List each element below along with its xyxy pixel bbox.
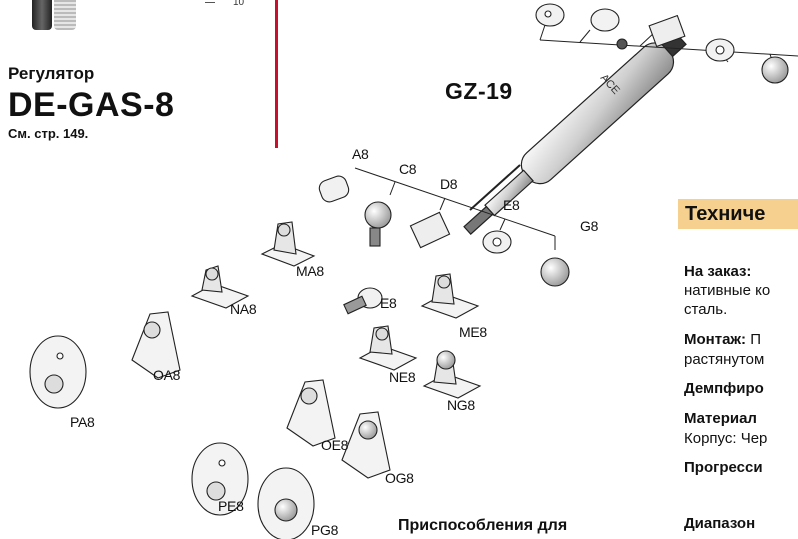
spec-line-6: Материал bbox=[684, 410, 798, 427]
flange-pg8 bbox=[257, 467, 315, 539]
spec-line-7: Корпус: Чер bbox=[684, 430, 798, 447]
spec-line-8-label: Прогресси bbox=[684, 459, 763, 476]
accessories-caption: Приспособления для bbox=[398, 517, 568, 534]
regulator-model: DE-GAS-8 bbox=[8, 86, 175, 124]
spec-line-7-text: Корпус: Чер bbox=[684, 430, 768, 447]
spec-line-2: сталь. bbox=[684, 301, 798, 318]
part-label-a8: A8 bbox=[352, 146, 369, 162]
spec-line-3: Монтаж: П bbox=[684, 331, 798, 348]
part-label-d8: D8 bbox=[440, 176, 458, 192]
product-model-title: GZ-19 bbox=[445, 78, 513, 104]
bracket-ng8 bbox=[422, 350, 482, 399]
part-label-ma8: MA8 bbox=[296, 263, 324, 279]
bracket-ne8 bbox=[358, 325, 418, 371]
bracket-na8 bbox=[190, 265, 250, 309]
rod-end-parts bbox=[318, 175, 570, 315]
spec-line-1: нативные ко bbox=[684, 282, 798, 299]
bracket-og8 bbox=[341, 411, 391, 479]
spec-line-2-text: сталь. bbox=[684, 301, 728, 318]
part-label-ng8: NG8 bbox=[447, 397, 475, 413]
part-label-c8: C8 bbox=[399, 161, 417, 177]
spec-line-3-text: П bbox=[746, 331, 761, 348]
flange-pa8 bbox=[29, 335, 87, 409]
accent-rule bbox=[275, 0, 278, 148]
bracket-ma8 bbox=[260, 221, 316, 267]
regulator-reference: См. стр. 149. bbox=[8, 126, 89, 141]
regulator-title: Регулятор bbox=[8, 64, 95, 83]
corner-mark: 10 bbox=[205, 0, 245, 10]
bracket-oe8 bbox=[286, 379, 336, 447]
part-label-pg8: PG8 bbox=[311, 522, 339, 538]
part-label-oe8: OE8 bbox=[321, 437, 349, 453]
part-label-na8: NA8 bbox=[230, 301, 257, 317]
part-label-pe8: PE8 bbox=[218, 498, 244, 514]
corner-mark-text: 10 bbox=[233, 0, 245, 8]
part-label-e8-lower: E8 bbox=[380, 295, 397, 311]
part-label-e8-top: E8 bbox=[503, 197, 520, 213]
spec-line-4: растянутом bbox=[684, 351, 798, 368]
spec-line-3-label: Монтаж: bbox=[684, 331, 747, 348]
spec-line-8: Прогресси bbox=[684, 459, 798, 476]
mounting-brackets bbox=[29, 221, 482, 539]
spec-line-9-label: Диапазон bbox=[684, 515, 756, 532]
bracket-oa8 bbox=[131, 311, 181, 379]
spec-line-6-label: Материал bbox=[684, 410, 757, 427]
spec-line-4-text: растянутом bbox=[684, 351, 765, 368]
part-label-pa8: PA8 bbox=[70, 414, 95, 430]
regulator-photo-fragment bbox=[32, 0, 76, 30]
tech-heading-box: Техниче bbox=[678, 199, 798, 229]
part-label-og8: OG8 bbox=[385, 470, 414, 486]
part-label-ne8: NE8 bbox=[389, 369, 416, 385]
spec-line-5: Демпфиро bbox=[684, 380, 798, 397]
part-label-me8: ME8 bbox=[459, 324, 487, 340]
spec-line-9: Диапазон bbox=[684, 515, 798, 532]
gas-spring: ACE bbox=[463, 31, 687, 235]
tech-heading: Техниче bbox=[685, 203, 766, 225]
part-label-g8: G8 bbox=[580, 218, 599, 234]
spec-line-0-label: На заказ: bbox=[684, 263, 752, 280]
part-label-oa8: OA8 bbox=[153, 367, 181, 383]
flange-pe8 bbox=[191, 442, 249, 516]
spec-line-1-text: нативные ко bbox=[684, 282, 771, 299]
top-rod-ends bbox=[535, 3, 789, 84]
spec-line-5-label: Демпфиро bbox=[684, 380, 764, 397]
bracket-me8 bbox=[420, 273, 480, 319]
lower-rail bbox=[354, 167, 556, 250]
spec-line-0: На заказ: bbox=[684, 263, 798, 280]
